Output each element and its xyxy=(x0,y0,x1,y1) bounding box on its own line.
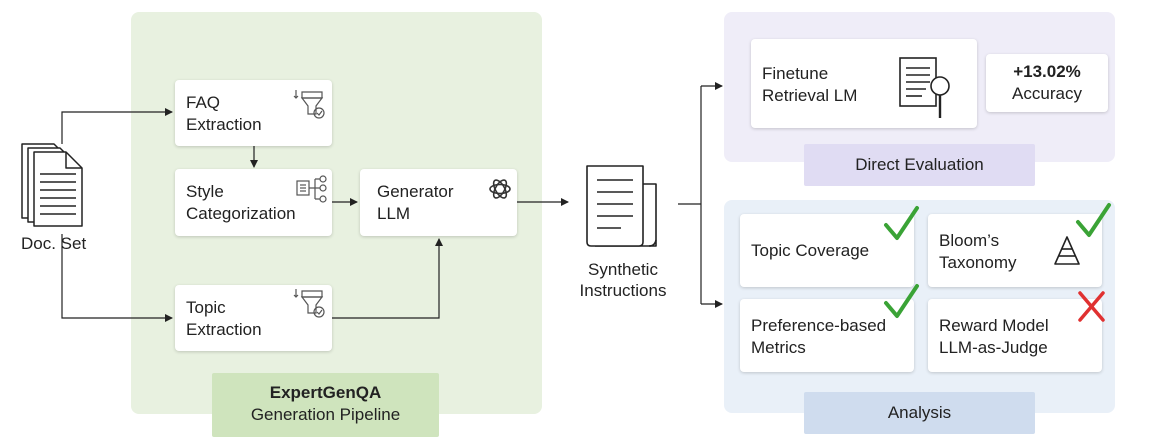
analysis-item-preference-metrics: Preference-based Metrics xyxy=(740,299,914,372)
topic-line1: Topic xyxy=(186,298,226,317)
analysis-item-label: Metrics xyxy=(751,338,806,357)
generator-line1: Generator xyxy=(377,182,454,201)
analysis-item-label: Taxonomy xyxy=(939,253,1017,272)
pipeline-label: ExpertGenQA Generation Pipeline xyxy=(212,373,439,437)
pipeline-subtitle: Generation Pipeline xyxy=(250,405,401,424)
faq-line1: FAQ xyxy=(186,93,221,112)
check-icon xyxy=(1076,203,1111,237)
analysis-item-reward-model: Reward Model LLM-as-Judge xyxy=(928,299,1102,372)
analysis-item-label: LLM-as-Judge xyxy=(939,338,1048,357)
analysis-title: Analysis xyxy=(887,403,952,422)
generator-llm-box: Generator LLM xyxy=(360,169,517,236)
newspaper-document-icon xyxy=(586,165,657,247)
synthetic-line1: Synthetic xyxy=(588,260,658,279)
analysis-label: Analysis xyxy=(804,392,1035,434)
finetune-retrieval-box: Finetune Retrieval LM xyxy=(751,39,977,128)
pyramid-icon xyxy=(1054,236,1080,265)
topic-line2: Extraction xyxy=(186,320,262,339)
analysis-item-label: Topic Coverage xyxy=(751,241,870,260)
accuracy-box: +13.02% Accuracy xyxy=(986,54,1108,112)
category-tree-icon xyxy=(296,175,327,203)
accuracy-value: +13.02% xyxy=(1013,62,1081,81)
check-icon xyxy=(884,284,919,318)
accuracy-label: Accuracy xyxy=(1012,84,1082,103)
style-categorization-box: Style Categorization xyxy=(175,169,332,236)
cross-icon xyxy=(1078,291,1105,322)
analysis-item-blooms-taxonomy: Bloom’s Taxonomy xyxy=(928,214,1102,287)
synthetic-line2: Instructions xyxy=(579,281,667,300)
faq-extraction-box: FAQ Extraction xyxy=(175,80,332,146)
direct-evaluation-label: Direct Evaluation xyxy=(804,144,1035,186)
document-stack-icon xyxy=(21,143,83,227)
filter-document-icon xyxy=(293,90,325,119)
analysis-item-label: Bloom’s xyxy=(939,231,1000,250)
doc-set-label: Doc. Set xyxy=(21,234,87,253)
direct-evaluation-title: Direct Evaluation xyxy=(855,155,984,174)
style-line1: Style xyxy=(186,182,224,201)
filter-document-icon xyxy=(293,289,325,318)
generator-line2: LLM xyxy=(377,204,411,223)
finetune-line2: Retrieval LM xyxy=(762,86,858,105)
faq-line2: Extraction xyxy=(186,115,262,134)
analysis-item-label: Reward Model xyxy=(939,316,1049,335)
pipeline-title: ExpertGenQA xyxy=(269,383,382,402)
document-search-icon xyxy=(899,57,950,118)
finetune-line1: Finetune xyxy=(762,64,829,83)
analysis-item-label: Preference-based xyxy=(751,316,887,335)
check-icon xyxy=(884,206,919,240)
openai-logo-icon xyxy=(489,179,511,199)
topic-extraction-box: Topic Extraction xyxy=(175,285,332,351)
style-line2: Categorization xyxy=(186,204,296,223)
